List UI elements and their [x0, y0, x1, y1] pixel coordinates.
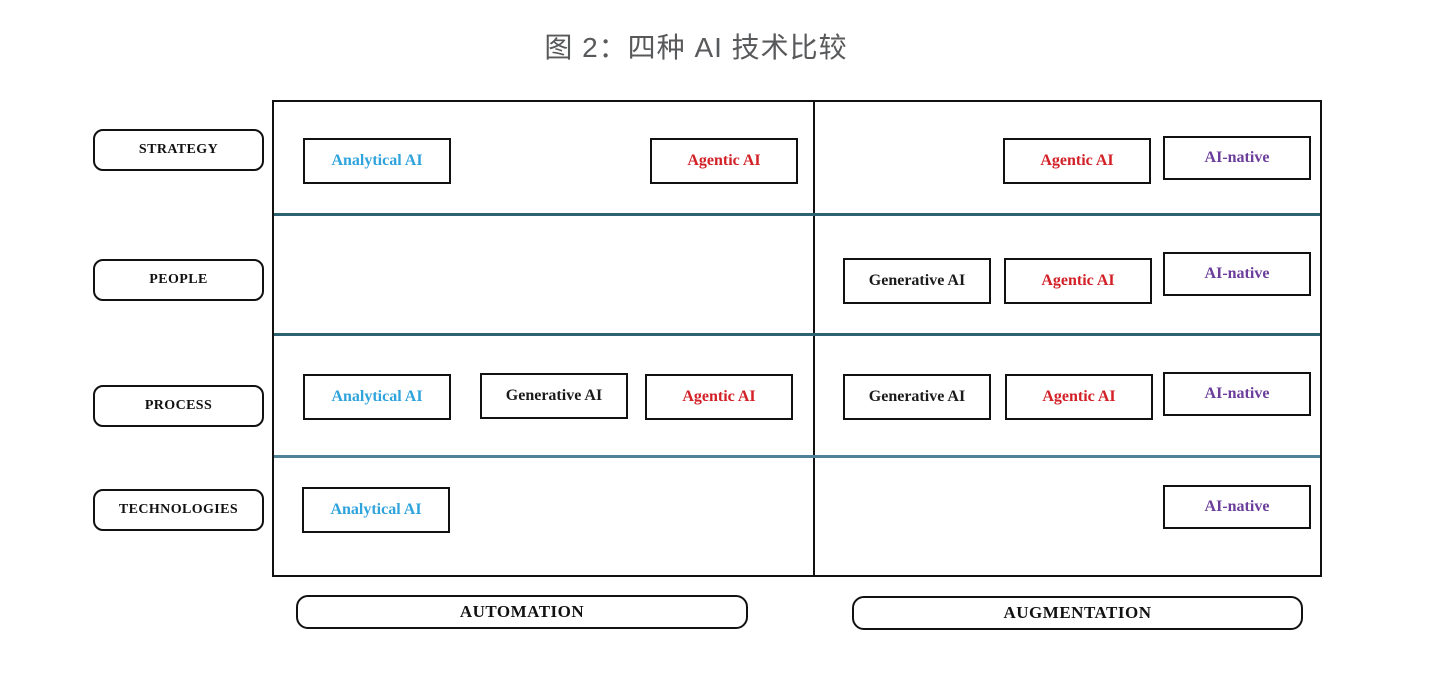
chip-analytical-ai: Analytical AI — [302, 487, 450, 533]
chip-generative-ai: Generative AI — [480, 373, 628, 419]
column-label-automation: AUTOMATION — [296, 595, 748, 629]
chip-agentic-ai: Agentic AI — [650, 138, 798, 184]
chip-analytical-ai: Analytical AI — [303, 138, 451, 184]
chip-ai-native: AI-native — [1163, 372, 1311, 416]
chip-analytical-ai: Analytical AI — [303, 374, 451, 420]
chip-agentic-ai: Agentic AI — [645, 374, 793, 420]
column-label-augmentation: AUGMENTATION — [852, 596, 1303, 630]
column-divider — [813, 102, 815, 575]
chip-agentic-ai: Agentic AI — [1003, 138, 1151, 184]
chip-generative-ai: Generative AI — [843, 374, 991, 420]
row-label-people: PEOPLE — [93, 259, 264, 301]
chip-ai-native: AI-native — [1163, 136, 1311, 180]
row-divider-process-technologies — [274, 455, 1320, 458]
chip-agentic-ai: Agentic AI — [1004, 258, 1152, 304]
row-label-technologies: TECHNOLOGIES — [93, 489, 264, 531]
row-label-process: PROCESS — [93, 385, 264, 427]
row-divider-strategy-people — [274, 213, 1320, 216]
figure-title: 图 2：四种 AI 技术比较 — [544, 32, 848, 63]
row-label-strategy: STRATEGY — [93, 129, 264, 171]
row-divider-people-process — [274, 333, 1320, 336]
chip-generative-ai: Generative AI — [843, 258, 991, 304]
chip-ai-native: AI-native — [1163, 252, 1311, 296]
chip-agentic-ai: Agentic AI — [1005, 374, 1153, 420]
comparison-grid: Analytical AI Agentic AI Agentic AI AI-n… — [272, 100, 1322, 577]
chip-ai-native: AI-native — [1163, 485, 1311, 529]
